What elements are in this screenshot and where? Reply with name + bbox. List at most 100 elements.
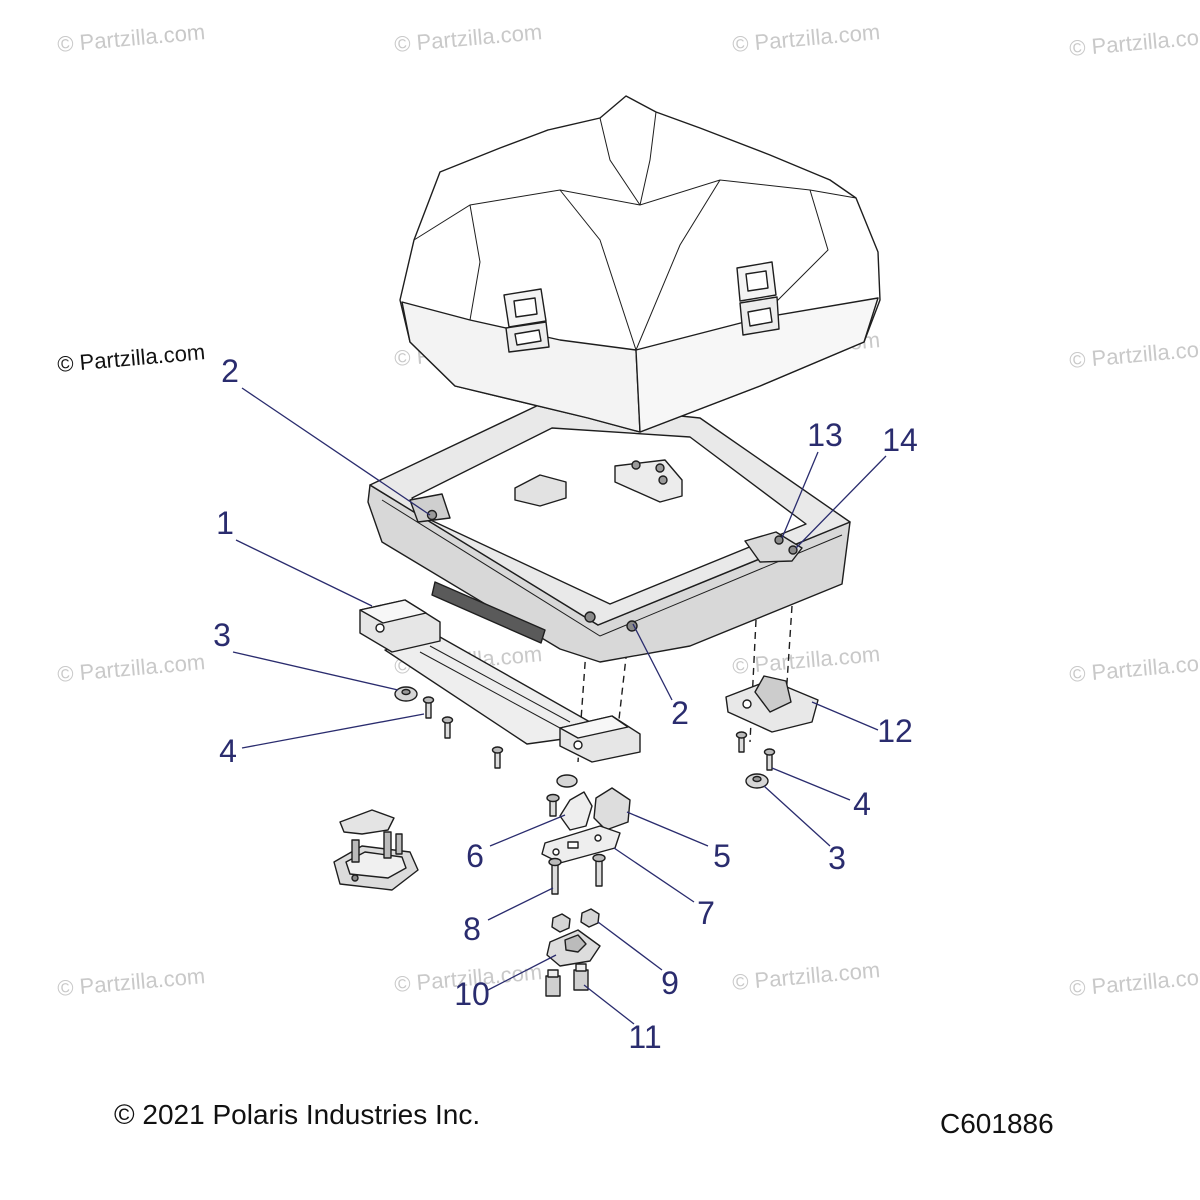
latch-post <box>395 833 403 855</box>
flange-nut <box>551 913 571 933</box>
latch-post <box>383 831 392 859</box>
rail-hole <box>573 740 583 750</box>
leader-line <box>781 451 819 539</box>
buckle-slot <box>514 329 542 346</box>
watermark-text: © Partzilla.com <box>56 649 206 687</box>
bolt <box>551 861 559 895</box>
tray-rim-edge <box>381 499 843 637</box>
callout-label: 7 <box>697 895 715 931</box>
t-slot-block <box>545 975 561 997</box>
watermark-text: © Partzilla.com <box>56 19 206 57</box>
spring-clip <box>559 791 593 831</box>
watermark-text: © Partzilla.com <box>1068 649 1200 687</box>
screw-head <box>546 793 560 803</box>
lid-facet-line <box>599 117 641 206</box>
bracket-hole <box>742 699 752 709</box>
leader-line <box>632 623 673 701</box>
watermark-text: © Partzilla.com <box>731 19 881 57</box>
callout-label: 5 <box>713 838 731 874</box>
leader-line <box>763 785 831 847</box>
tray-floor-hump <box>514 474 567 507</box>
callout-label: 11 <box>628 1019 661 1055</box>
tray-right-mount-pad <box>744 531 803 563</box>
plate-slot <box>567 841 579 849</box>
latch-plate <box>541 825 621 864</box>
footer: © 2021 Polaris Industries Inc. C601886 <box>114 1099 1054 1139</box>
leader-line <box>626 811 709 847</box>
buckle-slot <box>513 297 538 318</box>
screw-head <box>735 731 748 739</box>
keeper-bump <box>564 934 587 953</box>
flange-nut <box>580 908 600 928</box>
watermark-text: © Partzilla.com <box>1068 963 1200 1001</box>
watermark-text: © Partzilla.com <box>1068 23 1200 61</box>
leader-line <box>583 984 635 1025</box>
lid-facet-line <box>639 111 657 206</box>
callout-label: 2 <box>671 695 689 731</box>
nuts <box>394 686 769 789</box>
rail-slot-line <box>429 645 571 723</box>
mounting-rail-bracket <box>359 599 641 763</box>
callout-label: 6 <box>466 838 484 874</box>
callout-label: 3 <box>828 840 846 876</box>
nut-hole <box>401 688 411 696</box>
mount-bolt-head <box>774 535 784 545</box>
leader-line <box>235 539 373 607</box>
bolt-head <box>548 857 562 867</box>
mount-bolt-head <box>584 611 596 623</box>
diagram-id: C601886 <box>940 1108 1054 1139</box>
leader-line <box>811 701 879 731</box>
nut <box>556 774 578 788</box>
leader-line <box>795 455 887 549</box>
bracket-tab <box>754 675 792 713</box>
leader-line <box>232 651 399 691</box>
watermark-text: © Partzilla.com <box>393 19 543 57</box>
rail-right-block-top <box>559 715 629 739</box>
screw-head <box>422 696 435 704</box>
nut-hole <box>752 775 762 783</box>
rail-left-block-top <box>359 599 427 624</box>
bolt-head <box>592 853 606 863</box>
screws <box>422 696 776 817</box>
mount-bolt-head <box>788 545 798 555</box>
screw-head <box>491 746 504 754</box>
buckle-slot <box>745 270 769 292</box>
screw-head <box>763 748 776 756</box>
lid-facet-line <box>635 179 721 351</box>
callout-label: 1 <box>216 505 234 541</box>
tray-left-mount-pad <box>409 493 451 523</box>
watermark-text: © Partzilla.com <box>1068 335 1200 373</box>
lid-buckle-left <box>503 288 550 353</box>
watermark-text: © Partzilla.com <box>731 957 881 995</box>
callout-label: 9 <box>661 965 679 1001</box>
leader-line <box>241 387 431 516</box>
tray-logo-panel <box>431 581 546 644</box>
alignment-dash <box>577 649 587 763</box>
buckle-slot <box>747 307 773 327</box>
leader-lines <box>232 387 887 1025</box>
leader-line <box>771 767 851 801</box>
storage-box-tray <box>367 401 851 663</box>
latch-post <box>351 839 360 863</box>
lid-facet-line <box>469 204 481 321</box>
mount-bolt-head <box>658 475 668 485</box>
mount-bolt-head <box>655 463 665 473</box>
callout-label: 12 <box>877 713 913 749</box>
mount-bolt-head <box>626 620 638 632</box>
bolts <box>548 853 606 895</box>
tray-rear-mount-pad <box>614 459 683 503</box>
lid-buckle-right <box>736 261 780 336</box>
leader-line <box>613 847 695 903</box>
latch-bracket-stack <box>541 787 631 864</box>
lower-latch-parts <box>545 908 601 997</box>
plate-hole <box>552 848 560 856</box>
leader-line <box>487 887 554 921</box>
callout-label: 10 <box>454 976 490 1012</box>
mount-bolt-head <box>631 460 641 470</box>
leader-line <box>597 921 663 971</box>
leader-line <box>489 814 566 847</box>
latch-lever <box>339 809 395 835</box>
screw-head <box>441 716 454 724</box>
watermark-text: © Partzilla.com <box>56 963 206 1001</box>
